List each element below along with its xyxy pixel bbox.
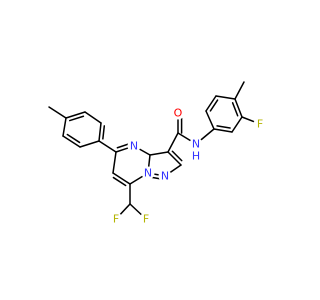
double-bond-c6-c7 bbox=[112, 176, 127, 187]
bond-ar4-me bbox=[234, 81, 245, 100]
bond-ar1-ar2 bbox=[213, 128, 233, 133]
pyrimidine-nitrogen-label: N bbox=[130, 140, 138, 153]
bond-ar5-ar6 bbox=[205, 95, 217, 112]
bond-c5-c6 bbox=[112, 151, 117, 174]
carbonyl-oxygen-label-background bbox=[171, 106, 185, 120]
difluoromethyl-fluorine-left-label-background bbox=[109, 212, 123, 226]
amide-nitrogen-label: N bbox=[192, 138, 200, 151]
bridgehead-nitrogen-label: N bbox=[144, 167, 152, 180]
bond-t5-t6 bbox=[84, 111, 102, 124]
bond-t3-t4 bbox=[62, 117, 67, 137]
difluoromethyl-fluorine-right-label: F bbox=[143, 213, 149, 226]
bond-t1-t6 bbox=[98, 122, 102, 142]
bond-c_am-c3 bbox=[167, 132, 179, 153]
pyrazole-nitrogen-label-background bbox=[158, 169, 172, 183]
amide-hydrogen-label: H bbox=[192, 150, 200, 163]
bond-t4-tme bbox=[48, 106, 67, 119]
bond-c5-t1 bbox=[98, 140, 117, 153]
bond-t2-t3 bbox=[62, 135, 81, 148]
bond-c3-c2 bbox=[167, 151, 182, 166]
amide-hydrogen-label-background bbox=[189, 149, 203, 163]
double-bond-ar3-ar4 bbox=[231, 102, 239, 117]
bond-ar4-ar5 bbox=[215, 95, 236, 100]
bridgehead-nitrogen-label-background bbox=[141, 166, 155, 180]
carbonyl-oxygen-label: O bbox=[174, 107, 183, 120]
bond-t4-t5 bbox=[65, 111, 86, 119]
bond-ar3-ar4 bbox=[234, 98, 243, 118]
double-bond-ar1-ar2 bbox=[216, 125, 231, 129]
pyrimidine-nitrogen-label-background bbox=[127, 139, 141, 153]
amide-nitrogen-label-background bbox=[189, 137, 203, 151]
bond-c6-c7 bbox=[112, 172, 131, 185]
double-bond-ar5-ar6 bbox=[209, 99, 219, 112]
bond-ar2-ar3 bbox=[231, 116, 243, 133]
double-bond-c3-c2 bbox=[171, 150, 183, 162]
aryl-fluorine-label: F bbox=[257, 118, 263, 131]
bond-t1-t2 bbox=[79, 140, 100, 148]
difluoromethyl-fluorine-left-label: F bbox=[113, 213, 119, 226]
pyrazole-nitrogen-label: N bbox=[161, 170, 169, 183]
bond-c3-c3a bbox=[149, 151, 169, 156]
double-bond-t1-t6 bbox=[102, 125, 106, 140]
double-bond-t4-t5 bbox=[68, 115, 85, 122]
aryl-fluorine-label-background bbox=[253, 117, 267, 131]
double-bond-t2-t3 bbox=[66, 133, 81, 144]
bond-ar6-ar1 bbox=[205, 110, 215, 130]
difluoromethyl-fluorine-right-label-background bbox=[139, 212, 153, 226]
